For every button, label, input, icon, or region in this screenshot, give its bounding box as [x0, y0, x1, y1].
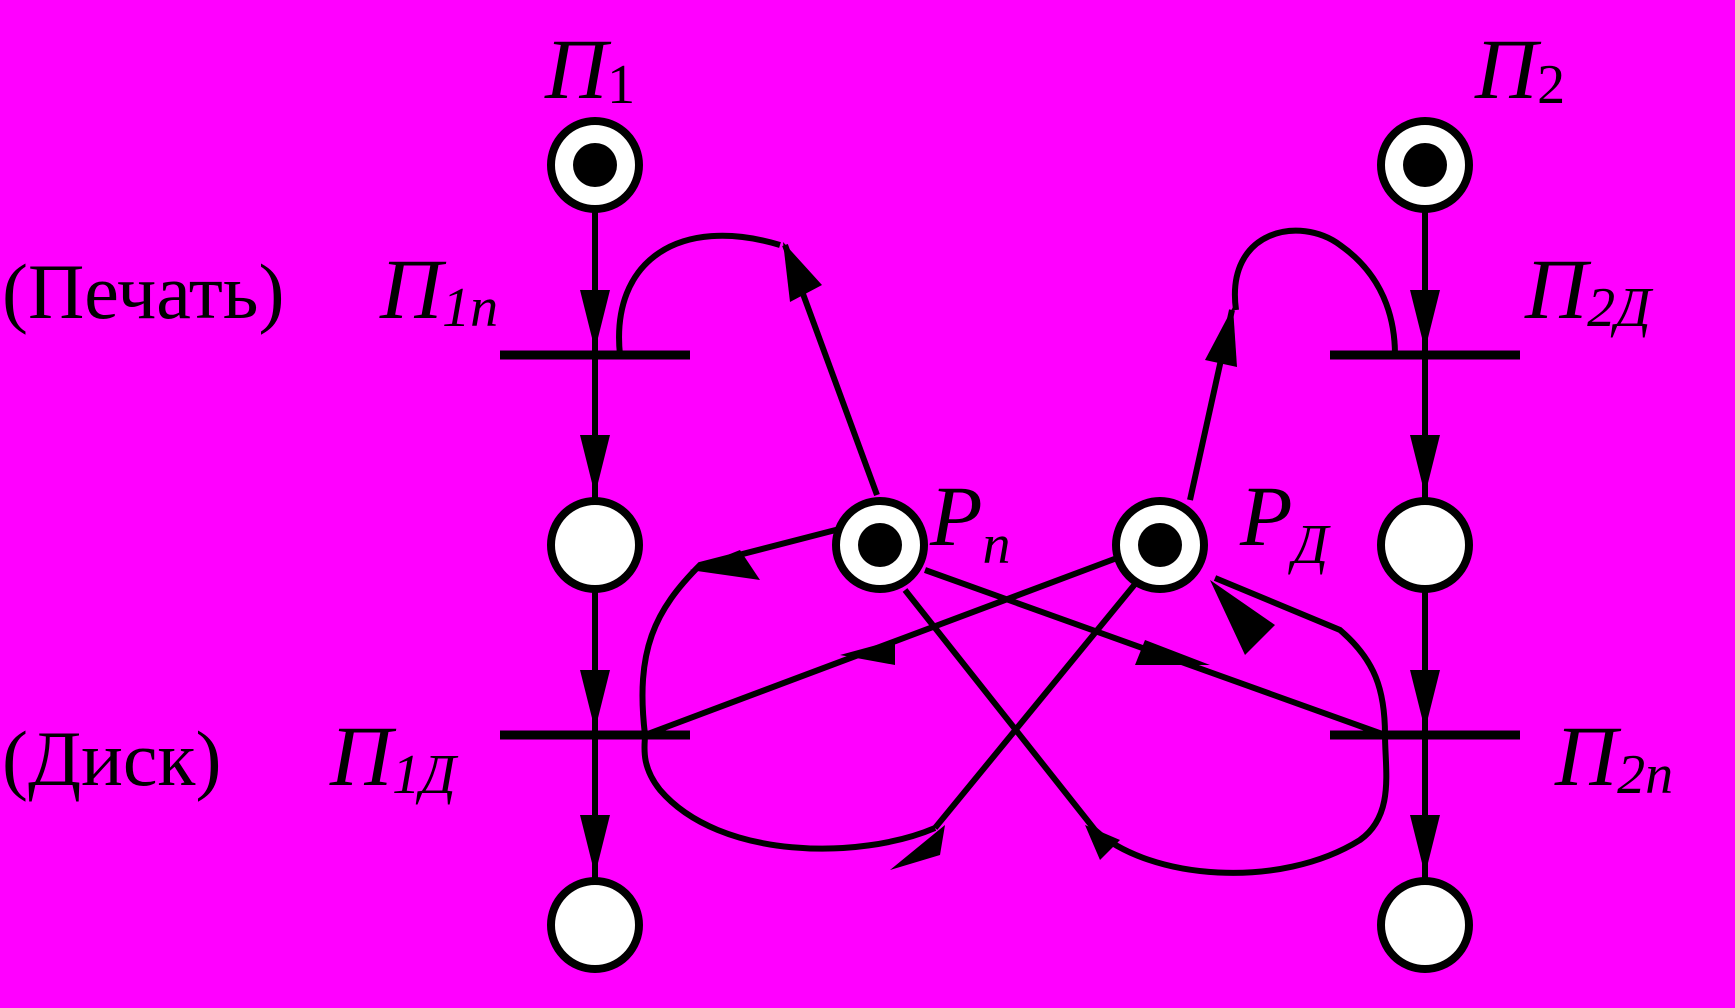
- place-p2: [1377, 117, 1473, 213]
- label-t1n: П1n: [379, 241, 498, 339]
- arc-t1d-return-pn: [639, 522, 856, 736]
- place-p1-mid: [547, 497, 643, 593]
- place-p2-mid: [1377, 497, 1473, 593]
- arrowhead: [1135, 640, 1210, 665]
- label-t1d: П1Д: [329, 708, 459, 806]
- arc-t2n-return-pd: [1213, 575, 1388, 736]
- arrowhead: [580, 670, 610, 730]
- arrowhead: [1205, 307, 1237, 367]
- place-p1: [547, 117, 643, 213]
- arc-t1n-return-pn: [616, 232, 781, 356]
- arrowhead: [1085, 825, 1120, 860]
- arrowhead: [690, 550, 760, 580]
- arrowhead: [1410, 815, 1440, 875]
- arrowhead: [580, 290, 610, 350]
- token: [858, 523, 902, 567]
- label-t2n: П2n: [1554, 708, 1673, 806]
- arrowhead: [1410, 435, 1440, 495]
- place-p2-end: [1377, 877, 1473, 973]
- arrowhead: [890, 825, 945, 870]
- arc-t2d-return-pd: [1231, 227, 1398, 356]
- place-pn: [832, 497, 928, 593]
- label-t2d: П2Д: [1524, 241, 1654, 339]
- token: [1138, 523, 1182, 567]
- caption-disk: (Диск): [2, 715, 221, 802]
- label-p1: П1: [544, 21, 635, 117]
- token: [1403, 143, 1447, 187]
- arrowhead: [580, 435, 610, 495]
- arrowhead: [1410, 290, 1440, 350]
- label-pn: Pn: [929, 468, 1011, 576]
- arrowhead: [840, 640, 895, 665]
- label-pd: PД: [1239, 468, 1332, 576]
- arc-bottom-left-loop: [641, 734, 937, 852]
- place-pd: [1112, 497, 1208, 593]
- place-p1-end: [547, 877, 643, 973]
- caption-print: (Печать): [2, 248, 284, 335]
- arrowhead: [783, 242, 822, 302]
- arrowhead: [1210, 580, 1275, 655]
- label-p2: П2: [1474, 21, 1565, 117]
- arrowhead: [580, 815, 610, 875]
- arc-pd-down-left: [932, 576, 1143, 830]
- arc-bottom-right-loop: [1092, 734, 1390, 876]
- arc-pn-down-right: [902, 588, 1098, 832]
- arrowhead: [1410, 670, 1440, 730]
- token: [573, 143, 617, 187]
